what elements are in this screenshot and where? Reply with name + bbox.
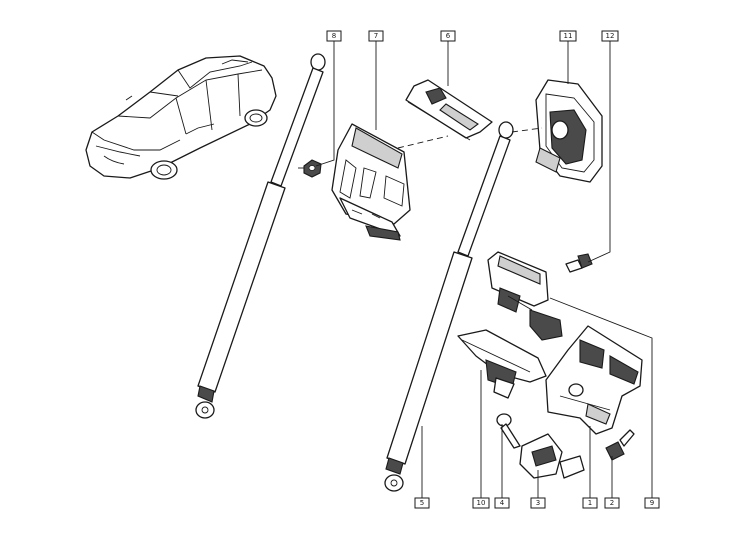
callout-leaders	[315, 40, 653, 502]
key-part-3	[519, 433, 585, 479]
callout-5-label: 5	[420, 499, 424, 507]
callout-5: 5	[414, 497, 430, 509]
callout-7: 7	[368, 30, 384, 42]
lock-cover	[535, 79, 603, 183]
switch-housing	[405, 79, 493, 141]
callout-7-label: 7	[374, 32, 378, 40]
lock-mechanism	[545, 325, 643, 435]
callout-9: 9	[644, 497, 660, 509]
callout-6: 6	[440, 30, 456, 42]
callout-12: 12	[601, 30, 619, 42]
nut-part-8	[303, 159, 322, 178]
callout-11-label: 11	[564, 32, 573, 40]
alignment-lines	[298, 127, 543, 169]
lock-guide	[457, 329, 547, 399]
right-gas-strut	[384, 121, 514, 492]
callout-9-label: 9	[650, 499, 654, 507]
callout-3-label: 3	[536, 499, 540, 507]
hinge-bracket	[331, 123, 411, 241]
screw-part-4	[496, 413, 521, 449]
callout-1: 1	[582, 497, 598, 509]
car-illustration	[85, 55, 277, 180]
callout-10-label: 10	[477, 499, 486, 507]
callout-11: 11	[559, 30, 577, 42]
left-gas-strut	[195, 53, 326, 419]
striker-plate	[487, 251, 563, 341]
callout-8: 8	[326, 30, 342, 42]
callout-8-label: 8	[332, 32, 336, 40]
callout-3: 3	[530, 497, 546, 509]
bolt-part-12	[565, 253, 593, 273]
callout-10: 10	[472, 497, 490, 509]
callout-4-label: 4	[500, 499, 505, 507]
callout-2: 2	[604, 497, 620, 509]
callout-2-label: 2	[610, 499, 614, 507]
callout-1-label: 1	[588, 499, 592, 507]
bolt-part-2	[605, 429, 635, 461]
callout-12-label: 12	[606, 32, 615, 40]
callout-6-label: 6	[446, 32, 451, 40]
callout-4: 4	[494, 497, 510, 509]
